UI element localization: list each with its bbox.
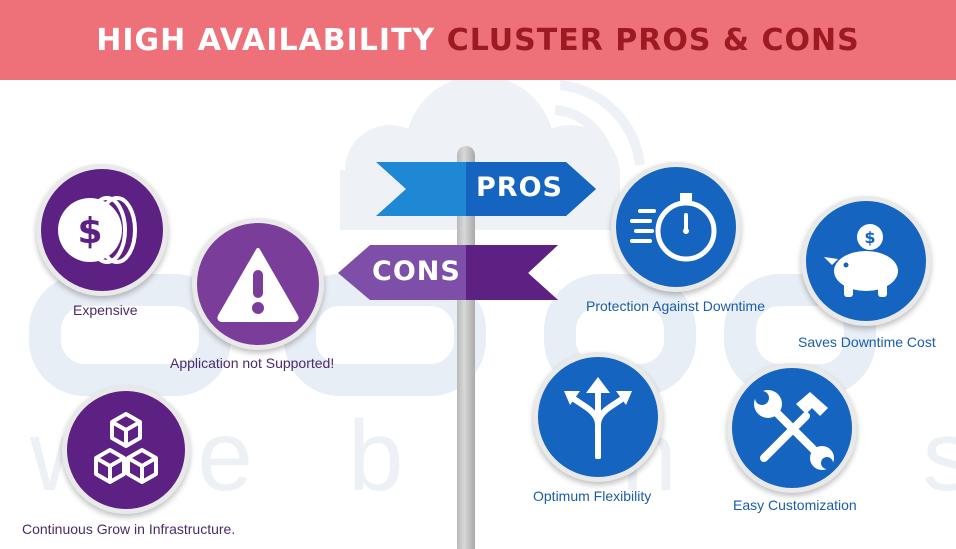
cons-item-expensive: $ [36,164,168,296]
pros-item-customization [727,363,857,493]
cubes-icon [94,412,158,484]
svg-text:$: $ [864,228,875,247]
title-main: HIGH AVAILABILITY [96,22,436,58]
pros-label-customization: Easy Customization [733,497,857,513]
svg-text:$: $ [77,211,102,252]
cons-label-infrastructure: Continuous Grow in Infrastructure. [22,521,236,537]
pros-item-saves: $ [801,196,931,326]
title-accent: CLUSTER PROS & CONS [446,22,860,58]
piggy-bank-icon: $ [824,224,898,297]
cons-item-infrastructure [62,386,190,514]
cons-label-application: Application not Supported! [170,355,335,371]
pros-item-protection [611,162,741,292]
pros-item-flexibility [533,352,663,482]
dollar-coins-icon: $ [58,196,137,264]
pros-label-saves: Saves Downtime Cost [798,334,936,350]
pros-label: PROS [476,172,563,203]
wrench-hammer-icon [754,390,834,470]
page-title: HIGH AVAILABILITY CLUSTER PROS & CONS [96,23,860,58]
signpost-pole [457,146,475,549]
pros-label-flexibility: Optimum Flexibility [533,488,652,504]
cons-item-application [192,218,324,350]
warning-icon [217,248,299,322]
cloud-wifi-icon [340,80,620,230]
stopwatch-icon [630,193,717,262]
split-arrows-icon [564,377,632,459]
pros-label-protection: Protection Against Downtime [586,298,765,314]
cons-label: CONS [372,256,461,287]
title-banner: HIGH AVAILABILITY CLUSTER PROS & CONS [0,0,956,80]
cons-label-expensive: Expensive [73,302,138,318]
